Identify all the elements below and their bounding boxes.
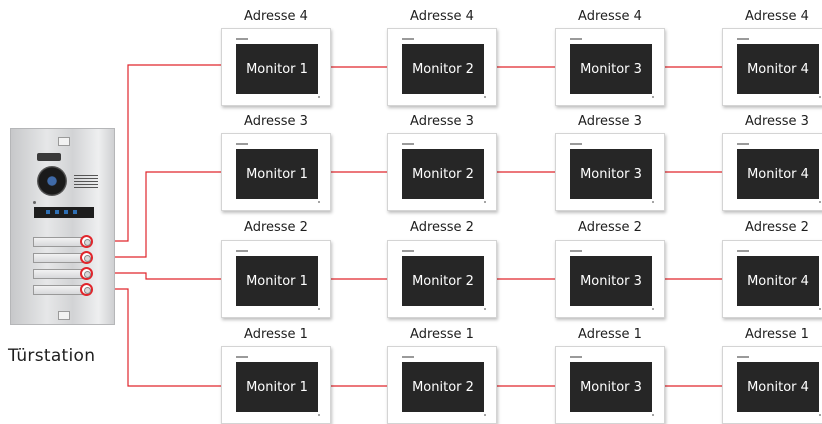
monitor-label: Monitor 2 (412, 379, 474, 395)
address-label: Adresse 2 (745, 220, 809, 235)
button-marker-icon (80, 267, 93, 280)
monitor: Monitor 4 (722, 133, 822, 211)
monitor-label: Monitor 1 (246, 61, 308, 77)
monitor-label: Monitor 2 (412, 273, 474, 289)
monitor-label: Monitor 1 (246, 273, 308, 289)
door-station (10, 128, 115, 325)
address-label: Adresse 2 (244, 220, 308, 235)
monitor-label: Monitor 2 (412, 61, 474, 77)
speaker-icon (37, 153, 61, 161)
address-label: Adresse 1 (578, 327, 642, 342)
monitor-screen: Monitor 2 (402, 256, 484, 306)
bell-button-2 (33, 253, 83, 263)
button-marker-icon (80, 235, 93, 248)
monitor-screen: Monitor 2 (402, 149, 484, 199)
monitor-screen: Monitor 1 (236, 149, 318, 199)
address-label: Adresse 2 (578, 220, 642, 235)
monitor-screen: Monitor 3 (570, 44, 652, 94)
monitor: Monitor 3 (555, 240, 665, 318)
monitor: Monitor 4 (722, 346, 822, 424)
monitor: Monitor 2 (387, 133, 497, 211)
monitor-label: Monitor 1 (246, 166, 308, 182)
microphone-grille-icon (74, 174, 98, 188)
monitor: Monitor 3 (555, 133, 665, 211)
bell-button-3 (33, 269, 83, 279)
address-label: Adresse 1 (745, 327, 809, 342)
address-label: Adresse 4 (244, 9, 308, 24)
monitor: Monitor 2 (387, 240, 497, 318)
address-label: Adresse 3 (244, 114, 308, 129)
monitor-screen: Monitor 3 (570, 149, 652, 199)
button-marker-icon (80, 283, 93, 296)
monitor: Monitor 2 (387, 28, 497, 106)
monitor-screen: Monitor 4 (737, 149, 819, 199)
monitor-screen: Monitor 3 (570, 362, 652, 412)
camera-icon (37, 166, 67, 196)
monitor-label: Monitor 3 (580, 379, 642, 395)
monitor-screen: Monitor 4 (737, 256, 819, 306)
address-label: Adresse 3 (745, 114, 809, 129)
monitor-label: Monitor 4 (747, 166, 809, 182)
monitor-label: Monitor 3 (580, 61, 642, 77)
monitor-screen: Monitor 2 (402, 362, 484, 412)
monitor-label: Monitor 4 (747, 379, 809, 395)
monitor: Monitor 3 (555, 28, 665, 106)
monitor: Monitor 3 (555, 346, 665, 424)
bell-button-1 (33, 237, 83, 247)
door-station-bottom-slot (58, 311, 70, 320)
monitor-label: Monitor 4 (747, 61, 809, 77)
door-station-top-slot (58, 137, 70, 146)
monitor-label: Monitor 4 (747, 273, 809, 289)
monitor-screen: Monitor 4 (737, 44, 819, 94)
door-station-display (34, 207, 94, 218)
status-led (33, 201, 36, 204)
monitor: Monitor 2 (387, 346, 497, 424)
address-label: Adresse 2 (410, 220, 474, 235)
monitor-screen: Monitor 1 (236, 256, 318, 306)
monitor: Monitor 4 (722, 28, 822, 106)
monitor: Monitor 1 (221, 28, 331, 106)
address-label: Adresse 1 (244, 327, 308, 342)
button-marker-icon (80, 251, 93, 264)
monitor-screen: Monitor 4 (737, 362, 819, 412)
monitor: Monitor 4 (722, 240, 822, 318)
address-label: Adresse 4 (745, 9, 809, 24)
address-label: Adresse 4 (578, 9, 642, 24)
address-label: Adresse 3 (410, 114, 474, 129)
monitor-label: Monitor 3 (580, 273, 642, 289)
monitor: Monitor 1 (221, 133, 331, 211)
monitor-screen: Monitor 1 (236, 362, 318, 412)
monitor: Monitor 1 (221, 346, 331, 424)
monitor-label: Monitor 2 (412, 166, 474, 182)
monitor-screen: Monitor 3 (570, 256, 652, 306)
monitor-label: Monitor 1 (246, 379, 308, 395)
address-label: Adresse 4 (410, 9, 474, 24)
monitor-label: Monitor 3 (580, 166, 642, 182)
monitor: Monitor 1 (221, 240, 331, 318)
bell-button-4 (33, 285, 83, 295)
address-label: Adresse 3 (578, 114, 642, 129)
address-label: Adresse 1 (410, 327, 474, 342)
monitor-screen: Monitor 2 (402, 44, 484, 94)
door-station-label: Türstation (8, 346, 96, 366)
monitor-screen: Monitor 1 (236, 44, 318, 94)
